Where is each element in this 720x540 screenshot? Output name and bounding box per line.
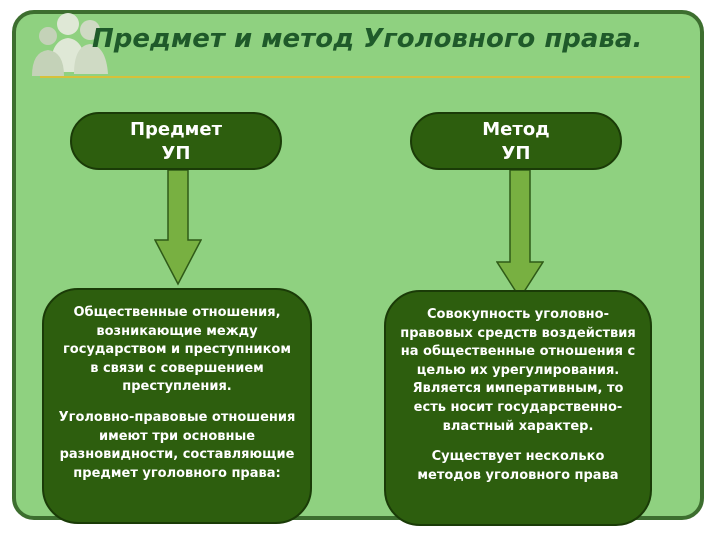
subject-definition-text: Общественные отношения, возникающие межд… [63, 305, 291, 395]
method-types-text: Существует несколько методов уголовного … [417, 449, 619, 483]
subject-description-box: Общественные отношения, возникающие межд… [42, 288, 312, 524]
subject-types-text: Уголовно-правовые отношения имеют три ос… [58, 409, 296, 481]
method-header-line2: УП [501, 143, 531, 164]
subject-header-line2: УП [161, 143, 191, 164]
arrow-down-icon [496, 170, 544, 300]
method-description-box: Совокупность уголовно-правовых средств в… [384, 290, 652, 526]
method-header-node: Метод УП [410, 112, 622, 170]
subject-header-line1: Предмет [129, 119, 223, 140]
arrow-down-icon [154, 170, 202, 286]
method-header-line1: Метод [482, 119, 550, 140]
people-group-icon [32, 13, 108, 76]
title-underline [40, 76, 690, 78]
method-definition-text: Совокупность уголовно-правовых средств в… [400, 307, 636, 434]
subject-header-node: Предмет УП [70, 112, 282, 170]
page-title: Предмет и метод Уголовного права. [92, 24, 643, 54]
